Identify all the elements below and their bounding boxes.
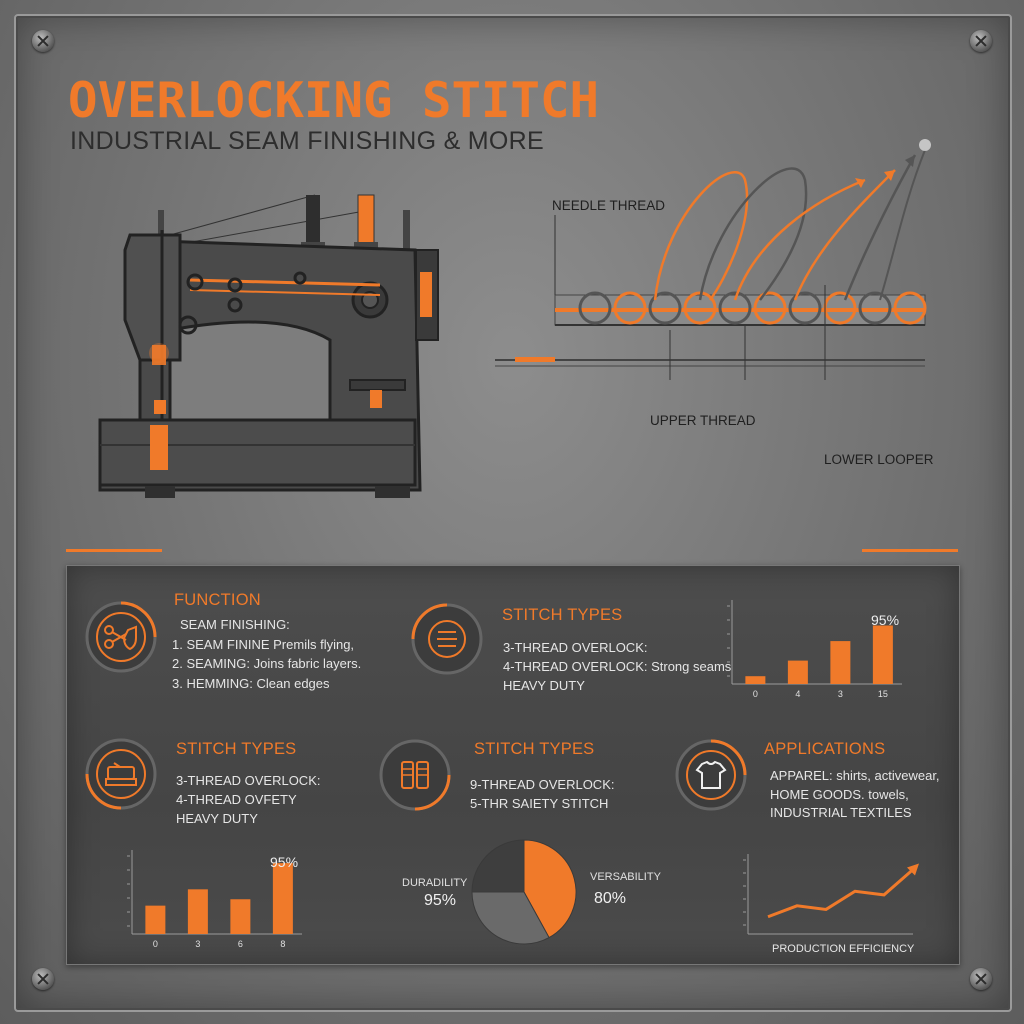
section-title-stitch-types-a: STITCH TYPES xyxy=(502,606,623,624)
function-line-3: 2. SEAMING: Joins fabric layers. xyxy=(172,656,362,671)
pie-slice-2 xyxy=(471,839,525,893)
function-line-4: 3. HEMMING: Clean edges xyxy=(172,676,330,691)
section-title-stitch-types-b: STITCH TYPES xyxy=(176,740,297,758)
function-line-1: SEAM FINISHING: xyxy=(180,617,290,632)
function-line-2: 1. SEAM FININE Premils flying, xyxy=(172,637,355,652)
pie-chart xyxy=(471,839,577,945)
thread-spool-icon xyxy=(411,603,483,675)
pie-slice-1 xyxy=(471,891,550,945)
label-upper-thread: UPPER THREAD xyxy=(650,413,756,428)
sewing-machine-illustration xyxy=(98,194,439,498)
overlock-machine-icon xyxy=(85,738,157,810)
page-subtitle: INDUSTRIAL SEAM FINISHING & MORE xyxy=(70,127,545,155)
section-title-function: FUNCTION xyxy=(174,591,261,609)
overlock-stitch-diagram xyxy=(495,139,931,380)
stitch-types-a-line-3: HEAVY DUTY xyxy=(503,678,585,693)
tshirt-icon xyxy=(675,739,747,811)
stitch-types-c-line-1: 9-THREAD OVERLOCK: xyxy=(470,777,615,792)
line-chart-efficiency xyxy=(743,854,919,935)
tick-label: 8 xyxy=(280,939,285,949)
bar-2-0 xyxy=(145,905,166,934)
tick-label: 3 xyxy=(838,689,843,699)
applications-line-2: HOME GOODS. towels, xyxy=(770,787,909,802)
bar-1-2 xyxy=(830,641,851,684)
pie-slice-0 xyxy=(523,839,577,939)
scissors-shield-icon xyxy=(85,601,157,673)
efficiency-line xyxy=(767,868,914,919)
accent-divider-left xyxy=(66,549,162,552)
stitch-types-a-line-2: 4-THREAD OVERLOCK: Strong seams xyxy=(503,659,732,674)
line-chart-xlabel: PRODUCTION EFFICIENCY xyxy=(772,943,915,955)
bar-chart-top: 0 4 3 15 xyxy=(727,600,902,699)
stitch-types-b-line-1: 3-THREAD OVERLOCK: xyxy=(176,773,321,788)
stitch-types-b-line-2: 4-THREAD OVFETY xyxy=(176,792,297,807)
applications-line-1: APPAREL: shirts, activewear, xyxy=(770,768,940,783)
stitch-types-c-line-2: 5-THR SAIETY STITCH xyxy=(470,796,609,811)
tick-label: 0 xyxy=(753,689,758,699)
tick-label: 4 xyxy=(795,689,800,699)
applications-line-3: INDUSTRIAL TEXTILES xyxy=(770,805,912,820)
bar-2-2 xyxy=(230,899,251,934)
bar-2-1 xyxy=(187,889,208,934)
page-title: OVERLOCKING STITCH xyxy=(68,72,600,129)
tick-label: 15 xyxy=(878,689,888,699)
pie-label-durability: DURADILITY xyxy=(402,877,468,889)
arrow-head-icon xyxy=(907,863,919,876)
pie-value-versatility: 80% xyxy=(594,890,627,907)
screw-icon xyxy=(32,30,54,52)
thread-spools-icon xyxy=(379,739,451,811)
label-lower-looper: LOWER LOOPER xyxy=(824,452,934,467)
tick-label: 3 xyxy=(195,939,200,949)
tick-label: 6 xyxy=(238,939,243,949)
bar-1-0 xyxy=(745,676,766,684)
section-title-applications: APPLICATIONS xyxy=(764,740,886,758)
stitch-types-a-line-1: 3-THREAD OVERLOCK: xyxy=(503,640,648,655)
accent-divider-right xyxy=(862,549,958,552)
bar-1-1 xyxy=(787,660,808,684)
pie-value-durability: 95% xyxy=(424,892,457,909)
section-title-stitch-types-c: STITCH TYPES xyxy=(474,740,595,758)
stitch-types-b-line-3: HEAVY DUTY xyxy=(176,811,258,826)
bar-chart-top-annotation: 95% xyxy=(871,612,900,628)
screw-icon xyxy=(970,30,992,52)
screw-icon xyxy=(32,968,54,990)
tick-label: 0 xyxy=(153,939,158,949)
bar-chart-bottom-annotation: 95% xyxy=(270,854,299,870)
label-needle-thread: NEEDLE THREAD xyxy=(552,198,666,213)
bar-chart-bottom: 0 3 6 8 xyxy=(127,850,302,949)
bar-1-3 xyxy=(872,625,893,684)
pie-label-versatility: VERSABILITY xyxy=(590,871,661,883)
plate-border xyxy=(14,14,1012,1012)
screw-icon xyxy=(970,968,992,990)
bar-2-3 xyxy=(272,863,293,934)
